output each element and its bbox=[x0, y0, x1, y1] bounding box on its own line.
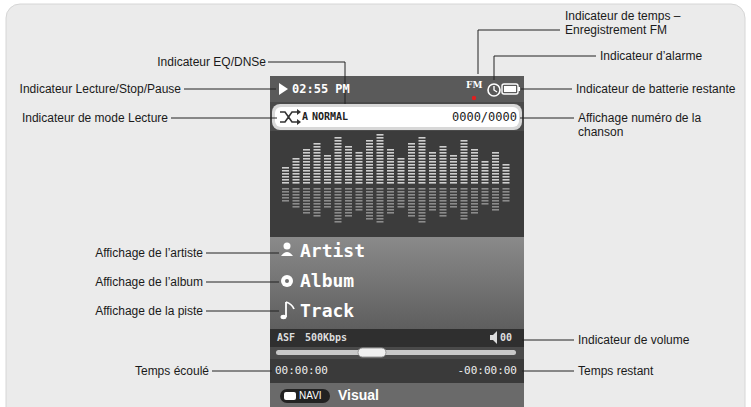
clock-readout: 02:55 PM bbox=[292, 82, 350, 96]
callout-label: Indicateur Lecture/Stop/Pause bbox=[20, 82, 181, 96]
callout-label: Indicateur de batterie restante bbox=[576, 82, 735, 96]
callout-label: Indicateur EQ/DNSe bbox=[157, 55, 266, 69]
callout-label: Indicateur d’alarme bbox=[600, 49, 702, 63]
eq-mode: NORMAL bbox=[312, 111, 348, 123]
callout-label: Affichage de l’album bbox=[95, 275, 203, 289]
elapsed-time: 00:00:00 bbox=[275, 364, 328, 378]
callout-label: Affichage de la piste bbox=[95, 304, 203, 318]
callout-label: Indicateur de temps – Enregistrement FM bbox=[565, 9, 735, 37]
mode-letter: A bbox=[302, 111, 308, 123]
remaining-time: -00:00:00 bbox=[457, 364, 517, 378]
callout-label: Indicateur de volume bbox=[578, 333, 689, 347]
callout-label: Indicateur de mode Lecture bbox=[22, 111, 168, 125]
navi-label: NAVI bbox=[299, 390, 322, 402]
callout-label: Temps écoulé bbox=[135, 364, 209, 378]
volume-value: 00 bbox=[500, 331, 512, 344]
track-number: 0000/0000 bbox=[452, 110, 517, 124]
bitrate-text: 500Kbps bbox=[305, 331, 347, 344]
artist-text: Artist bbox=[300, 240, 365, 262]
callout-label: Temps restant bbox=[578, 364, 653, 378]
callout-label: Affichage de l’artiste bbox=[95, 246, 203, 260]
view-mode: Visual bbox=[338, 387, 379, 404]
callout-label: Affichage numéro de la chanson bbox=[578, 111, 728, 139]
fm-indicator: FM bbox=[466, 80, 482, 90]
album-text: Album bbox=[300, 270, 354, 292]
format-text: ASF bbox=[277, 331, 295, 344]
track-text: Track bbox=[300, 300, 354, 322]
